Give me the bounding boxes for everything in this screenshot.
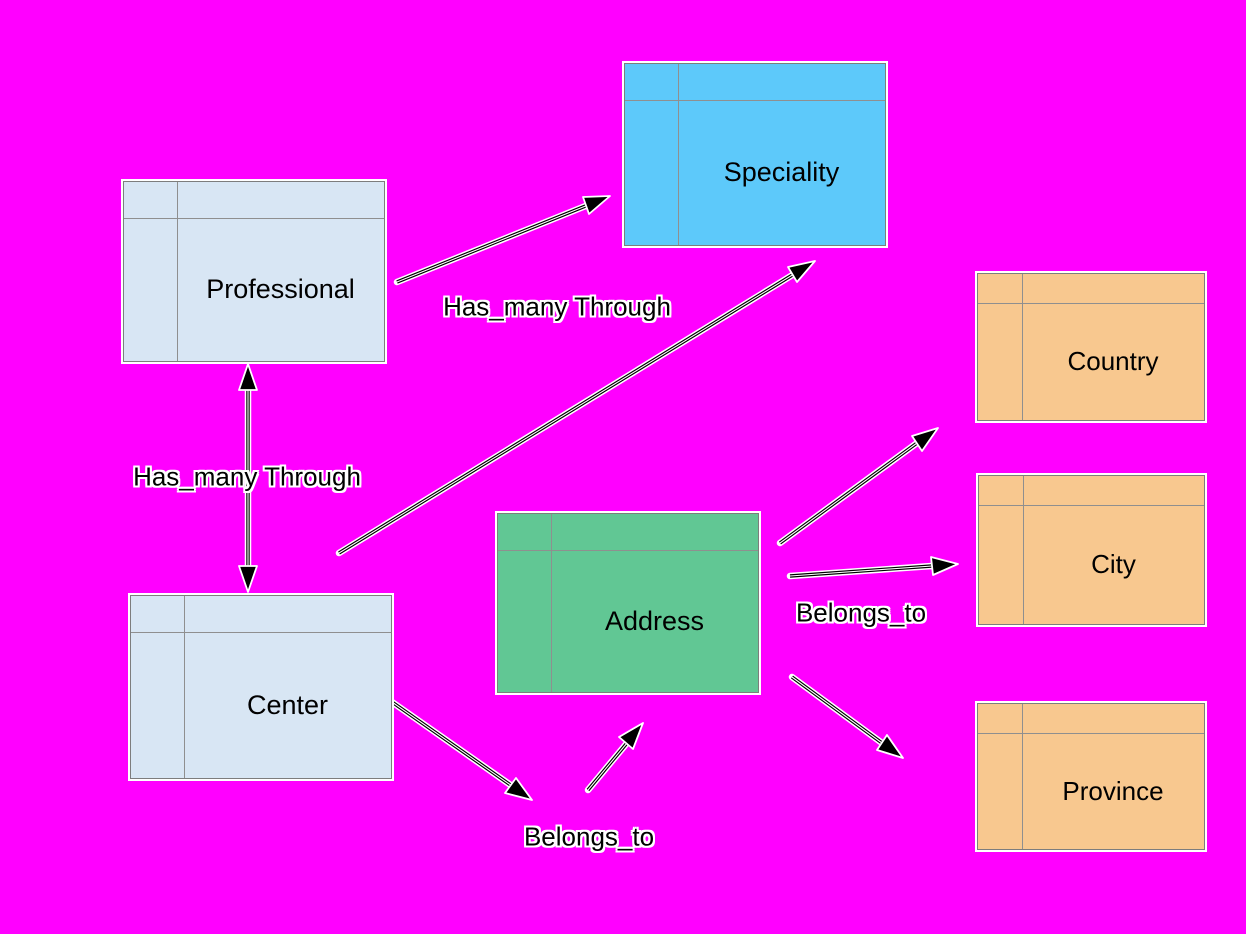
edge-label-belongsto-right: Belongs_to	[795, 597, 927, 628]
edge-label-hasmany-through-left: Has_many Through	[133, 461, 361, 492]
entity-professional[interactable]: Professional	[123, 181, 385, 362]
header-divider	[979, 505, 1204, 506]
entity-name-speciality: Speciality	[723, 157, 840, 187]
header-divider	[978, 303, 1204, 304]
arrowhead-down	[238, 565, 258, 593]
edge-belongsto-address[interactable]	[584, 722, 644, 794]
entity-center[interactable]: Center	[130, 595, 392, 779]
column-divider	[1023, 476, 1024, 624]
edge-address-province[interactable]	[788, 673, 904, 759]
entity-speciality[interactable]: Speciality	[624, 63, 886, 246]
edge-professional-speciality[interactable]	[393, 195, 611, 286]
column-divider	[678, 64, 679, 245]
column-divider	[177, 182, 178, 361]
entity-name-city: City	[1091, 549, 1136, 579]
entity-name-country: Country	[1067, 346, 1159, 376]
arrowhead	[876, 734, 904, 759]
arrowhead	[618, 722, 644, 750]
arrowhead-up	[238, 363, 258, 391]
edge-professional-center[interactable]	[238, 363, 258, 593]
column-divider	[551, 514, 552, 692]
entity-country[interactable]: Country	[977, 273, 1205, 421]
arrowhead	[930, 556, 959, 576]
edge-center-speciality[interactable]	[335, 260, 816, 557]
column-divider	[184, 596, 185, 778]
edge-label-belongsto-bottom: Belongs_to	[523, 821, 655, 852]
entity-name-province: Province	[1062, 775, 1164, 806]
edge-address-country[interactable]	[776, 427, 939, 547]
column-divider	[1022, 274, 1023, 420]
entity-address[interactable]: Address	[497, 513, 759, 693]
entity-province[interactable]: Province	[977, 703, 1205, 850]
entity-city[interactable]: City	[978, 475, 1205, 625]
header-divider	[124, 218, 384, 219]
arrowhead	[504, 777, 533, 801]
header-divider	[498, 550, 758, 551]
edge-address-city[interactable]	[786, 556, 959, 580]
arrowhead	[582, 195, 611, 215]
column-divider	[1022, 704, 1023, 849]
header-divider	[978, 733, 1204, 734]
arrowhead	[911, 427, 939, 452]
edge-label-hasmany-through-top: Has_many Through	[443, 291, 671, 322]
header-divider	[625, 100, 885, 101]
arrowhead	[787, 260, 816, 283]
header-divider	[131, 632, 391, 633]
entity-name-center: Center	[246, 689, 329, 720]
edge-center-belongsto[interactable]	[388, 698, 533, 801]
entity-name-professional: Professional	[206, 274, 355, 304]
entity-name-address: Address	[604, 605, 705, 636]
